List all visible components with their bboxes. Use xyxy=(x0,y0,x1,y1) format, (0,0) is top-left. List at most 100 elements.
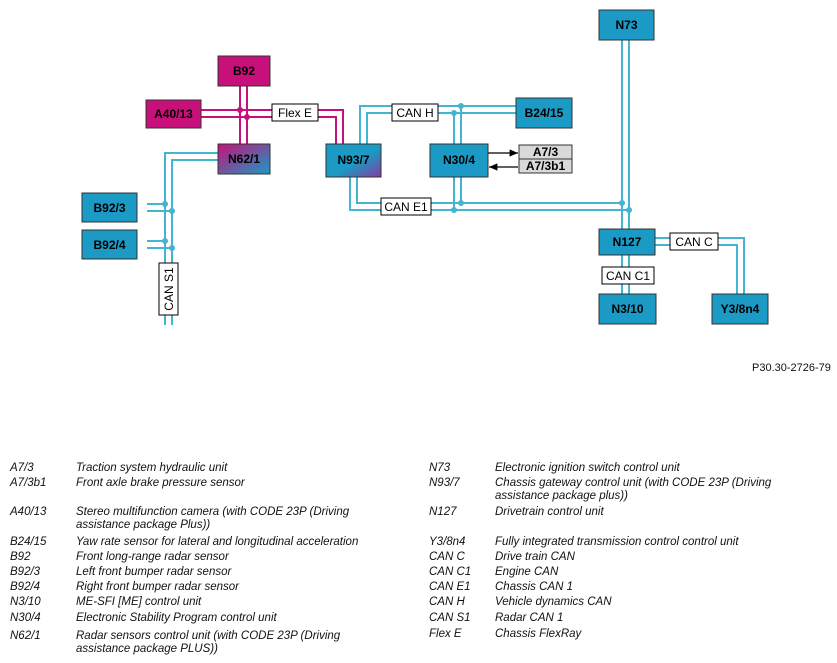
unit-a40-13: A40/13 xyxy=(145,99,202,129)
bus-label-can-c1: CAN C1 xyxy=(601,266,655,285)
unit-label: Y3/8n4 xyxy=(721,302,760,316)
bus-label: CAN S1 xyxy=(162,267,176,311)
legend-description-line: Chassis gateway control unit (with CODE … xyxy=(495,477,772,489)
legend-description-line: Chassis CAN 1 xyxy=(495,581,573,593)
legend-description-line: Front axle brake pressure sensor xyxy=(76,477,245,489)
legend-code: B92/4 xyxy=(10,581,41,593)
legend-code: A40/13 xyxy=(10,506,47,518)
can-e1-lines xyxy=(349,40,630,229)
legend-code: CAN C1 xyxy=(429,566,472,578)
unit-b24-15: B24/15 xyxy=(515,97,573,129)
legend-code: B92 xyxy=(10,551,31,563)
legend-description: ME-SFI [ME] control unit xyxy=(76,596,201,609)
legend-description: Traction system hydraulic unit xyxy=(76,462,227,475)
flexray-junctions xyxy=(237,107,250,120)
legend-description-line: Traction system hydraulic unit xyxy=(76,462,228,474)
legend-description: Chassis FlexRay xyxy=(495,628,581,641)
bus-label: CAN E1 xyxy=(384,200,428,214)
unit-label: A40/13 xyxy=(154,107,193,121)
legend-description-line: Left front bumper radar sensor xyxy=(76,566,232,578)
unit-label: B92 xyxy=(233,64,255,78)
legend-code: N30/4 xyxy=(10,612,41,624)
legend-code: N127 xyxy=(429,506,457,518)
legend-description: Right front bumper radar sensor xyxy=(76,581,239,594)
bus-label-can-s1: CAN S1 xyxy=(158,262,179,316)
unit-label: B92/4 xyxy=(93,238,125,252)
legend-description: Stereo multifunction camera (with CODE 2… xyxy=(76,506,349,532)
legend-code: B24/15 xyxy=(10,536,47,548)
unit-label: N127 xyxy=(613,235,642,249)
legend-description: Electronic Stability Program control uni… xyxy=(76,612,277,625)
can-s1-junctions xyxy=(162,201,175,251)
legend-description-line: Front long-range radar sensor xyxy=(76,551,229,563)
legend-description-line: Stereo multifunction camera (with CODE 2… xyxy=(76,506,350,518)
can-h-junctions xyxy=(451,103,464,116)
legend-description: Vehicle dynamics CAN xyxy=(495,596,612,609)
unit-n3-10: N3/10 xyxy=(598,293,657,325)
unit-y3-8n4: Y3/8n4 xyxy=(711,293,769,325)
legend-code: A7/3 xyxy=(10,462,34,474)
unit-n93-7: N93/7 xyxy=(325,143,382,178)
legend-code: B92/3 xyxy=(10,566,41,578)
legend-description: Drivetrain control unit xyxy=(495,506,604,519)
unit-label: N3/10 xyxy=(611,302,643,316)
unit-label: N73 xyxy=(615,18,637,32)
legend-description: Radar sensors control unit (with CODE 23… xyxy=(76,630,340,656)
legend-code: Flex E xyxy=(429,628,462,640)
legend-description-line: Right front bumper radar sensor xyxy=(76,581,239,593)
unit-label: N62/1 xyxy=(228,152,260,166)
legend-description-line: assistance package PLUS)) xyxy=(76,643,218,655)
bus-label-can-c: CAN C xyxy=(669,232,719,251)
unit-n62-1: N62/1 xyxy=(217,143,271,175)
bus-label-can-h: CAN H xyxy=(391,103,439,122)
legend-description: Fully integrated transmission control co… xyxy=(495,536,739,549)
legend-code: CAN H xyxy=(429,596,465,608)
legend-description-line: ME-SFI [ME] control unit xyxy=(76,596,202,608)
bus-label-can-e1: CAN E1 xyxy=(380,197,432,216)
unit-label: N93/7 xyxy=(337,153,369,167)
legend-description-line: assistance package plus)) xyxy=(495,490,628,502)
unit-label: B92/3 xyxy=(93,201,125,215)
bus-label: Flex E xyxy=(278,106,312,120)
figure-reference: P30.30-2726-79 xyxy=(752,362,831,374)
legend-description: Yaw rate sensor for lateral and longitud… xyxy=(76,536,358,549)
legend-description-line: assistance package Plus)) xyxy=(76,519,211,531)
legend-description-line: Drivetrain control unit xyxy=(495,506,604,518)
unit-b92-3: B92/3 xyxy=(81,192,138,223)
legend-description-line: Fully integrated transmission control co… xyxy=(495,536,739,548)
legend-description-line: Radar sensors control unit (with CODE 23… xyxy=(76,630,341,642)
unit-a7-3: A7/3 xyxy=(518,144,573,160)
legend-code: A7/3b1 xyxy=(10,477,47,489)
legend-code: N93/7 xyxy=(429,477,460,489)
legend-description-line: Yaw rate sensor for lateral and longitud… xyxy=(76,536,359,548)
bus-label: CAN C1 xyxy=(606,269,650,283)
unit-label: A7/3 xyxy=(533,145,559,159)
legend-description-line: Vehicle dynamics CAN xyxy=(495,596,612,608)
legend-code: N3/10 xyxy=(10,596,41,608)
legend-description-line: Drive train CAN xyxy=(495,551,575,563)
bus-label-flex-e: Flex E xyxy=(271,103,319,122)
unit-n30-4: N30/4 xyxy=(429,143,489,178)
flexray-lines xyxy=(200,86,344,144)
legend-code: CAN E1 xyxy=(429,581,471,593)
legend-description: Front long-range radar sensor xyxy=(76,551,229,564)
unit-a7-3b1: A7/3b1 xyxy=(518,158,573,174)
can-s1-lines xyxy=(147,152,218,325)
unit-b92-4: B92/4 xyxy=(81,229,138,260)
bus-label: CAN C xyxy=(675,235,713,249)
legend-description-line: Chassis FlexRay xyxy=(495,628,582,640)
bus-label: CAN H xyxy=(396,106,433,120)
legend-code: Y3/8n4 xyxy=(429,536,466,548)
legend-code: N73 xyxy=(429,462,451,474)
legend-description: Drive train CAN xyxy=(495,551,575,564)
legend-description-line: Radar CAN 1 xyxy=(495,612,564,624)
unit-label: A7/3b1 xyxy=(526,159,566,173)
unit-n127: N127 xyxy=(598,228,656,256)
legend-description: Engine CAN xyxy=(495,566,558,579)
legend-description-line: Electronic Stability Program control uni… xyxy=(76,612,277,624)
legend-code: CAN S1 xyxy=(429,612,471,624)
legend-description: Chassis gateway control unit (with CODE … xyxy=(495,477,771,503)
legend-description: Left front bumper radar sensor xyxy=(76,566,231,579)
network-diagram: N73 B92 A40/13 B24/15 N62/1 N93/7 N30/4 … xyxy=(81,9,769,325)
legend-code: CAN C xyxy=(429,551,465,563)
